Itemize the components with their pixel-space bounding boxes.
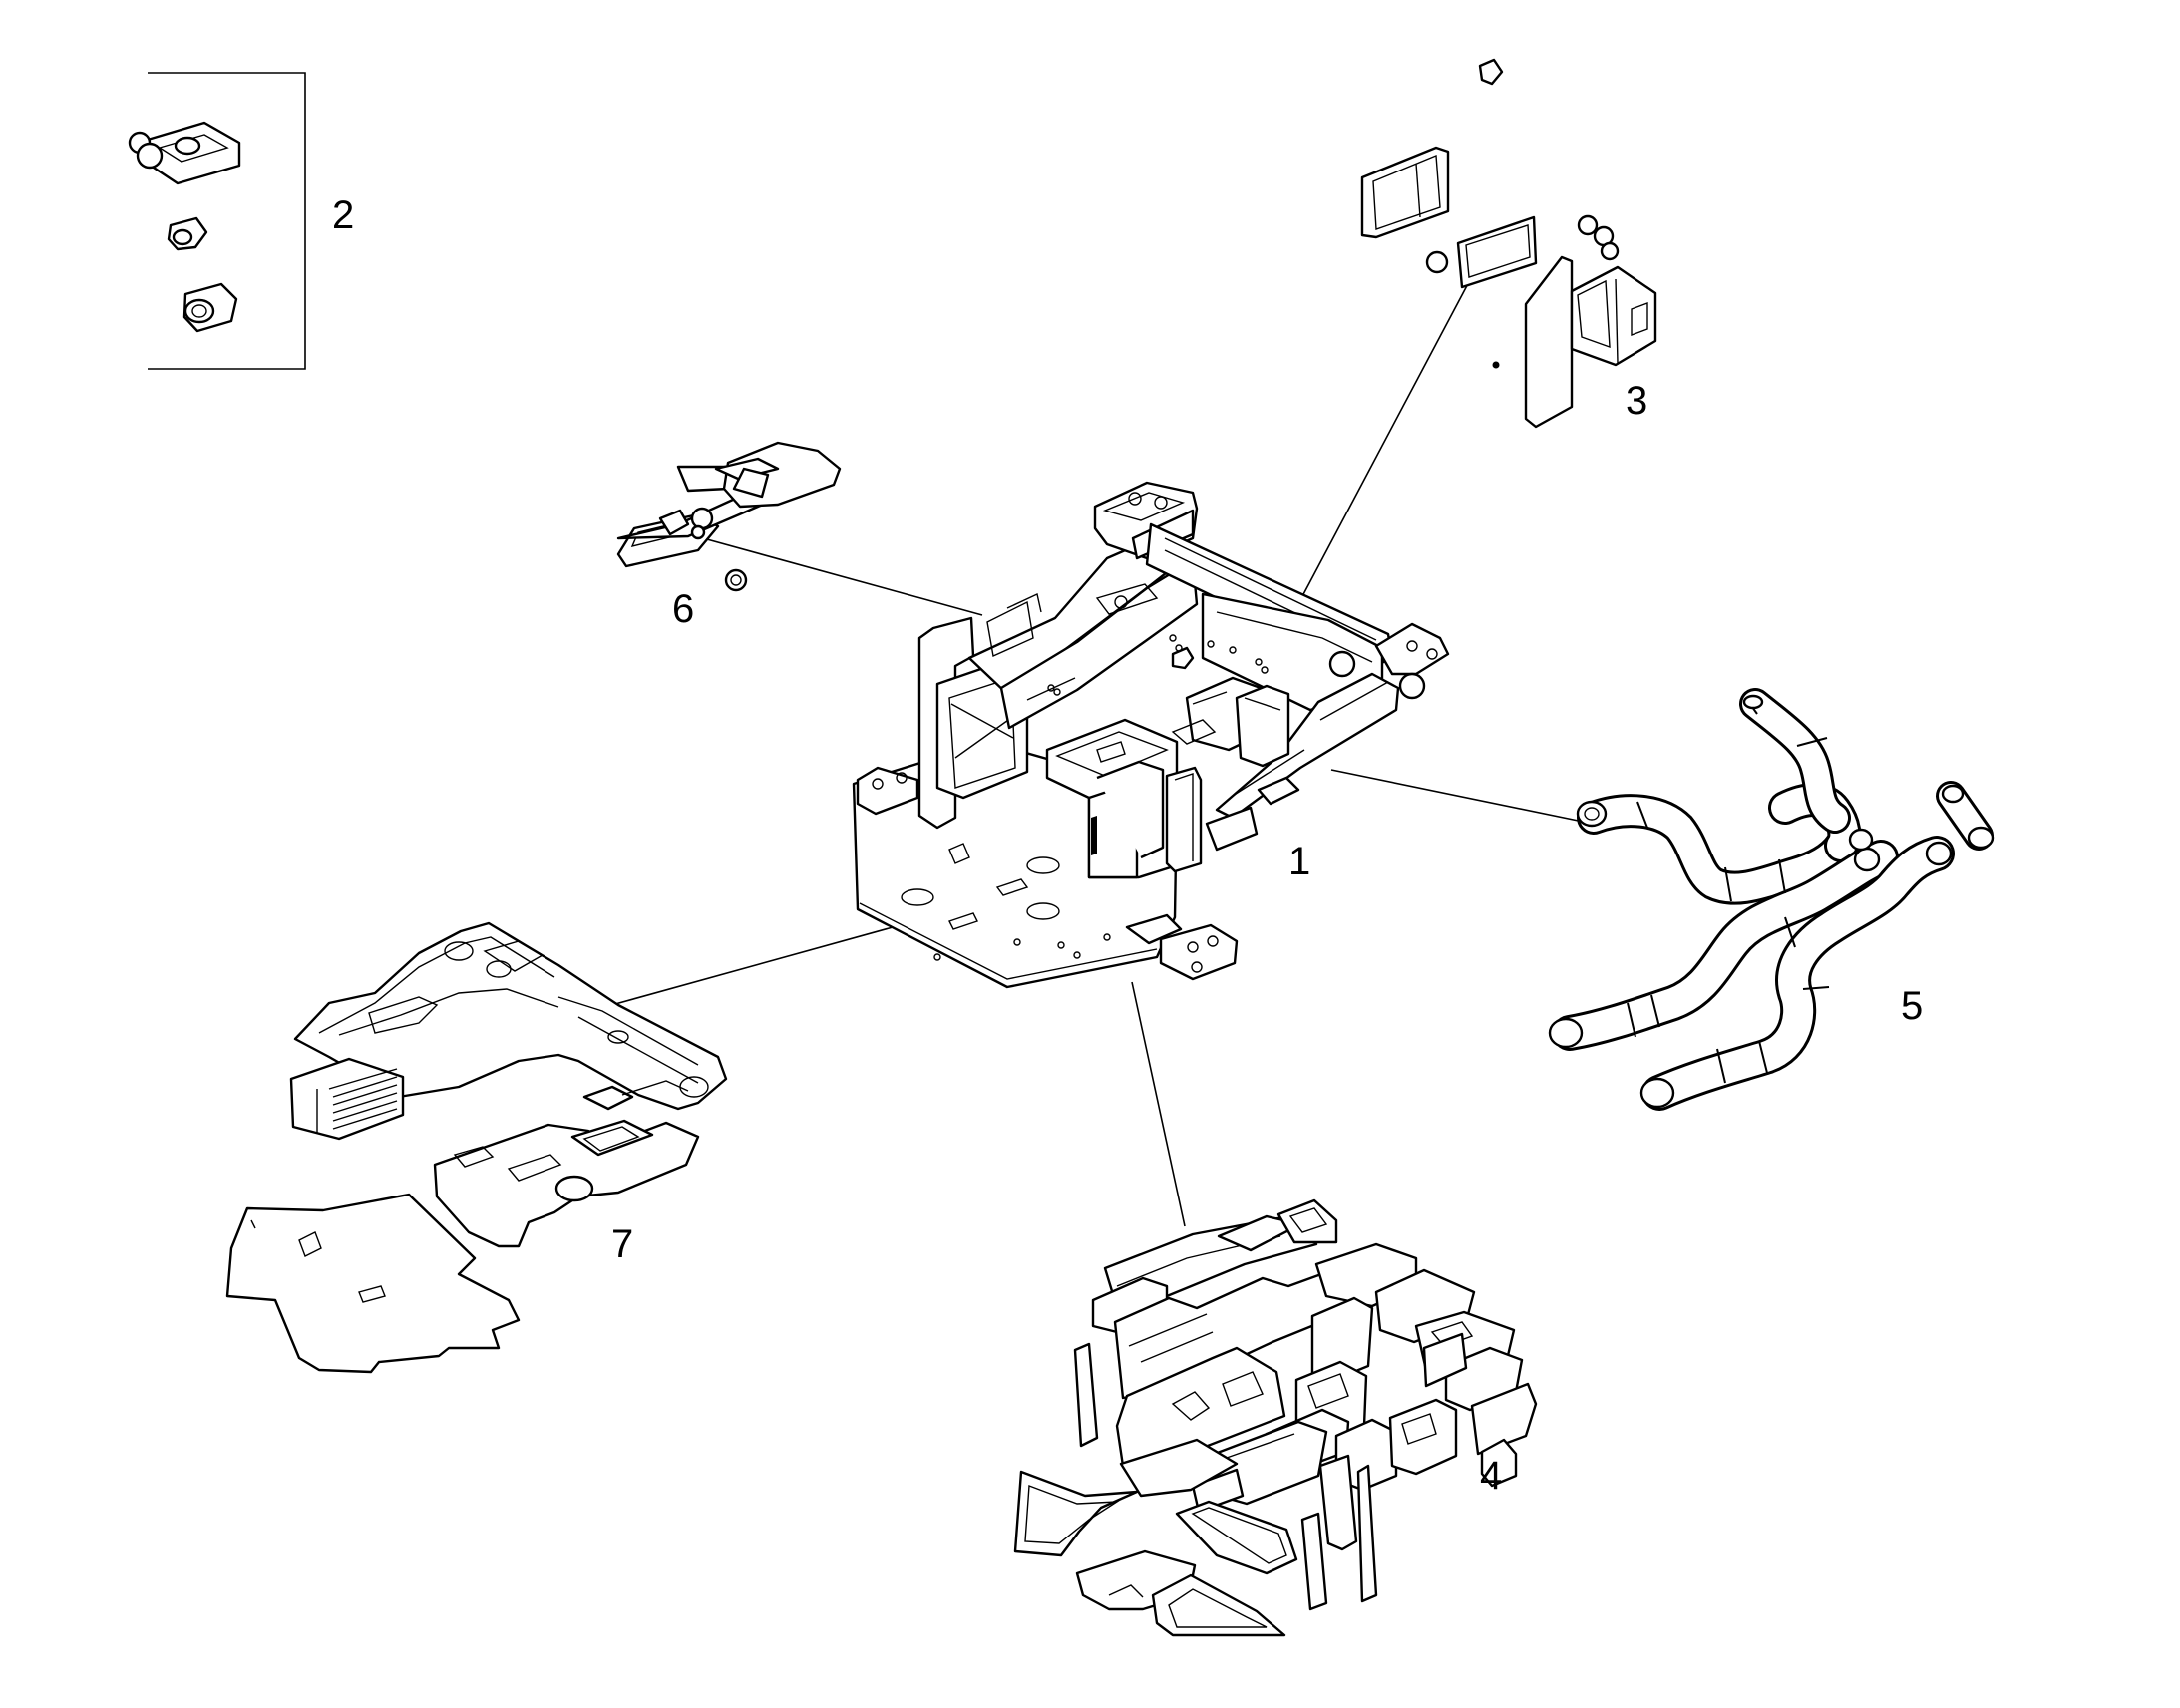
part-2-fastener-kit[interactable] — [128, 72, 306, 370]
floor-mat — [225, 1193, 521, 1374]
callout-5[interactable]: 5 — [1901, 984, 1923, 1028]
hose-upper — [1577, 688, 1862, 905]
u-nut-clip — [128, 121, 241, 185]
hose-bands — [1627, 737, 1830, 1084]
callout-3[interactable]: 3 — [1626, 379, 1647, 423]
mount-pad-center — [1125, 913, 1183, 945]
leader-line-5 — [1330, 769, 1594, 825]
leader-line-7 — [614, 926, 894, 1005]
clips-group — [1425, 214, 1620, 369]
right-mount-ear — [1374, 622, 1450, 676]
bracket-frame — [148, 72, 306, 370]
mount-pad-left — [856, 766, 919, 816]
part-7-floor-tray[interactable] — [225, 921, 728, 1374]
nut-large — [182, 282, 238, 333]
pedal-spring — [724, 568, 748, 592]
angle-bracket — [1524, 255, 1657, 429]
part-3-bracket-set[interactable] — [1360, 58, 1657, 429]
part-1-main-frame[interactable] — [852, 481, 1450, 989]
hose-ends — [1548, 694, 1995, 1109]
nut-small — [167, 216, 208, 251]
leader-line-6 — [695, 535, 983, 616]
gasket-frame — [1456, 215, 1538, 289]
part-4-insulation-panels[interactable] — [1013, 1198, 1538, 1637]
insulation-sheets — [1013, 1470, 1328, 1637]
leader-line-3 — [1300, 275, 1473, 599]
callout-4[interactable]: 4 — [1480, 1454, 1502, 1498]
callout-6[interactable]: 6 — [672, 587, 694, 631]
panel-tall — [1360, 146, 1450, 239]
callout-2[interactable]: 2 — [332, 193, 354, 237]
part-5-hose-set[interactable] — [1548, 688, 1995, 1111]
tray-vent-box — [289, 1057, 405, 1141]
part-6-pedal-assembly[interactable] — [616, 441, 842, 592]
leader-line-4 — [1131, 981, 1186, 1227]
clip-top — [1478, 58, 1504, 86]
tray-right-housing — [433, 1080, 700, 1248]
tray-main — [293, 921, 728, 1111]
hose-lower-b — [1641, 836, 1955, 1111]
callout-labels: 1 2 3 4 5 6 7 — [332, 193, 1923, 1498]
callout-7[interactable]: 7 — [611, 1222, 633, 1266]
front-crossbar — [1215, 672, 1400, 820]
callout-1[interactable]: 1 — [1288, 840, 1310, 883]
hose-lower-a — [1552, 840, 1899, 1051]
leader-lines — [614, 275, 1594, 1227]
